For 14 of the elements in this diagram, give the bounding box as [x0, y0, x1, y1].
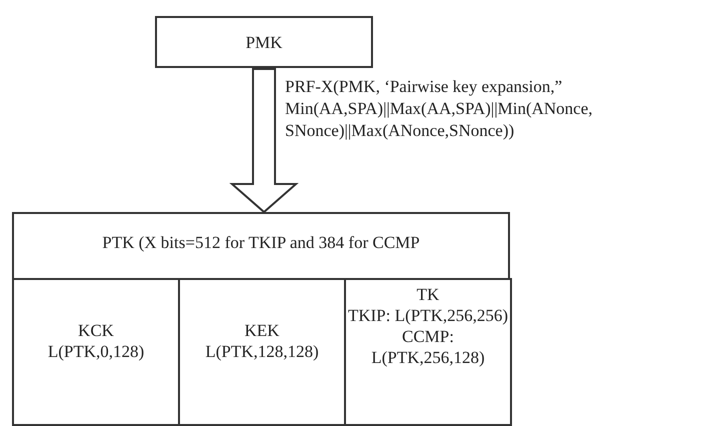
table-cell [344, 278, 512, 426]
key-name: TK [416, 284, 440, 305]
key-name: KEK [244, 320, 280, 341]
key-name: PMK [244, 32, 284, 53]
key-name: KCK [77, 320, 115, 341]
key-derivation: CCMP: L(PTK,256,128) [370, 326, 486, 368]
key-derivation: L(PTK,0,128) [46, 341, 146, 362]
key-table [12, 212, 510, 424]
table-cell [12, 278, 180, 426]
table-header: PTK (X bits=512 for TKIP and 384 for CCMP [101, 232, 421, 253]
process-box [155, 16, 373, 68]
key-derivation: L(PTK,128,128) [204, 341, 320, 362]
key-derivation: TKIP: L(PTK,256,256) [346, 305, 510, 326]
table-cell [178, 278, 346, 426]
